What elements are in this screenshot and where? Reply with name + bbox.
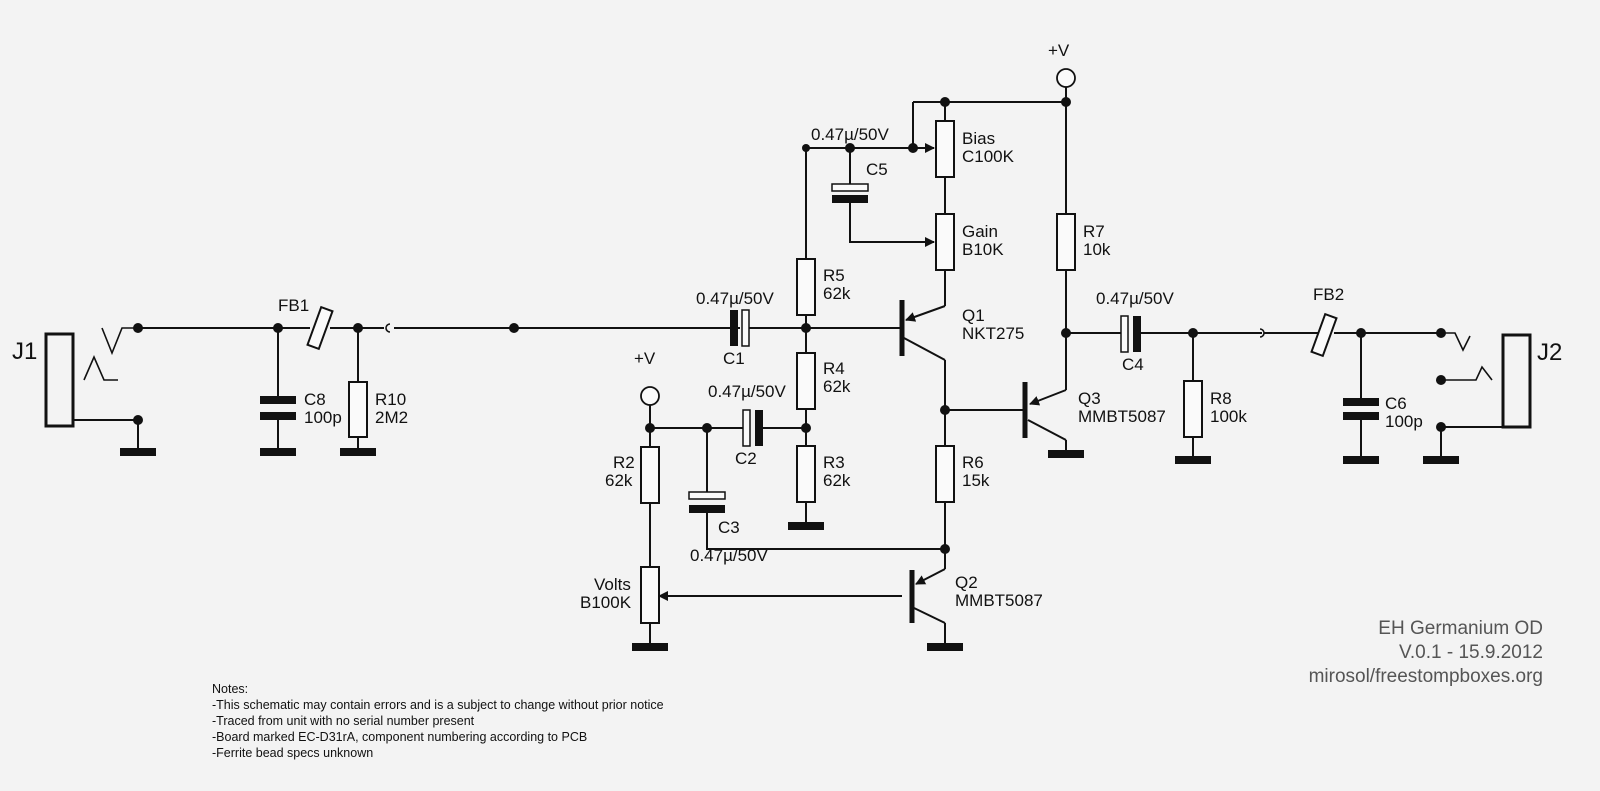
supply-terminal-top: +V: [1048, 41, 1076, 214]
transistor-q1: Q1 NKT275: [894, 300, 1024, 446]
svg-text:Q2: Q2: [955, 573, 978, 592]
svg-text:C6: C6: [1385, 394, 1407, 413]
j2-label: J2: [1537, 339, 1562, 366]
svg-text:Q3: Q3: [1078, 389, 1101, 408]
svg-text:100p: 100p: [304, 408, 342, 427]
svg-text:R10: R10: [375, 390, 406, 409]
svg-text:C100K: C100K: [962, 147, 1015, 166]
svg-text:0.47µ/50V: 0.47µ/50V: [1096, 289, 1175, 308]
svg-text:62k: 62k: [823, 284, 851, 303]
svg-text:C4: C4: [1122, 355, 1144, 374]
svg-text:C8: C8: [304, 390, 326, 409]
output-jack-j2: J2: [1423, 328, 1562, 464]
resistor-r8: R8 100k: [1175, 333, 1247, 464]
svg-text:+V: +V: [1048, 41, 1070, 60]
potentiometer-gain: Gain B10K: [935, 213, 1004, 306]
svg-text:R5: R5: [823, 266, 845, 285]
svg-text:Volts: Volts: [594, 575, 631, 594]
svg-text:B10K: B10K: [962, 240, 1004, 259]
capacitor-c6: C6 100p: [1343, 333, 1423, 464]
ferrite-bead-fb1: FB1: [278, 296, 334, 351]
capacitor-c1: 0.47µ/50V C1: [696, 289, 775, 368]
note-line: -Board marked EC-D31rA, component number…: [212, 730, 587, 744]
svg-text:0.47µ/50V: 0.47µ/50V: [690, 546, 769, 565]
supply-terminal-bottom: +V: [634, 349, 660, 428]
svg-text:Gain: Gain: [962, 222, 998, 241]
resistor-r4: R4 62k: [796, 328, 851, 428]
svg-text:100k: 100k: [1210, 407, 1247, 426]
svg-text:FB2: FB2: [1313, 285, 1344, 304]
svg-text:R6: R6: [962, 453, 984, 472]
svg-text:+V: +V: [634, 349, 656, 368]
svg-text:C3: C3: [718, 518, 740, 537]
resistor-r3: R3 62k: [788, 428, 851, 530]
svg-text:FB1: FB1: [278, 296, 309, 315]
svg-text:62k: 62k: [605, 471, 633, 490]
resistor-r10: R10 2M2: [340, 328, 408, 456]
title-block: EH Germanium OD V.0.1 - 15.9.2012 miroso…: [1309, 618, 1543, 687]
svg-text:62k: 62k: [823, 471, 851, 490]
capacitor-c5: C5: [831, 148, 935, 247]
capacitor-c3: C3 0.47µ/50V: [688, 428, 945, 565]
resistor-r2: R2 62k: [605, 428, 660, 567]
note-line: -Ferrite bead specs unknown: [212, 746, 373, 760]
svg-text:R2: R2: [613, 453, 635, 472]
capacitor-c8: C8 100p: [260, 328, 342, 456]
input-jack-j1: J1: [12, 327, 156, 456]
svg-text:R3: R3: [823, 453, 845, 472]
transistor-q3: Q3 MMBT5087: [945, 382, 1166, 458]
svg-text:0.47µ/50V: 0.47µ/50V: [696, 289, 775, 308]
svg-text:MMBT5087: MMBT5087: [1078, 407, 1166, 426]
svg-text:Bias: Bias: [962, 129, 995, 148]
note-line: -This schematic may contain errors and i…: [212, 698, 664, 712]
resistor-r5: R5 62k: [796, 148, 851, 328]
transistor-q2: Q2 MMBT5087: [658, 568, 1043, 651]
notes-block: Notes: -This schematic may contain error…: [212, 682, 664, 760]
svg-text:C1: C1: [723, 349, 745, 368]
svg-text:2M2: 2M2: [375, 408, 408, 427]
svg-text:C5: C5: [866, 160, 888, 179]
svg-text:R4: R4: [823, 359, 845, 378]
svg-text:10k: 10k: [1083, 240, 1111, 259]
schematic-version: V.0.1 - 15.9.2012: [1399, 642, 1543, 663]
svg-text:62k: 62k: [823, 377, 851, 396]
resistor-r6: R6 15k: [935, 445, 990, 569]
ground-symbol: [120, 448, 156, 456]
svg-text:100p: 100p: [1385, 412, 1423, 431]
capacitor-c4: 0.47µ/50V C4: [1096, 289, 1175, 374]
j1-label: J1: [12, 338, 37, 365]
svg-text:0.47µ/50V: 0.47µ/50V: [811, 125, 890, 144]
capacitor-c2: 0.47µ/50V C2: [708, 382, 806, 468]
svg-text:C2: C2: [735, 449, 757, 468]
schematic-title: EH Germanium OD: [1378, 618, 1543, 639]
notes-heading: Notes:: [212, 682, 248, 696]
ferrite-bead-fb2: FB2: [1310, 285, 1344, 358]
svg-text:Q1: Q1: [962, 306, 985, 325]
svg-text:R7: R7: [1083, 222, 1105, 241]
potentiometer-volts: Volts B100K: [580, 566, 668, 651]
svg-text:0.47µ/50V: 0.47µ/50V: [708, 382, 787, 401]
svg-text:B100K: B100K: [580, 593, 632, 612]
svg-text:R8: R8: [1210, 389, 1232, 408]
potentiometer-bias: Bias C100K: [935, 102, 1015, 214]
svg-text:NKT275: NKT275: [962, 324, 1024, 343]
svg-text:MMBT5087: MMBT5087: [955, 591, 1043, 610]
note-line: -Traced from unit with no serial number …: [212, 714, 475, 728]
schematic-author: mirosol/freestompboxes.org: [1309, 666, 1543, 687]
svg-text:15k: 15k: [962, 471, 990, 490]
